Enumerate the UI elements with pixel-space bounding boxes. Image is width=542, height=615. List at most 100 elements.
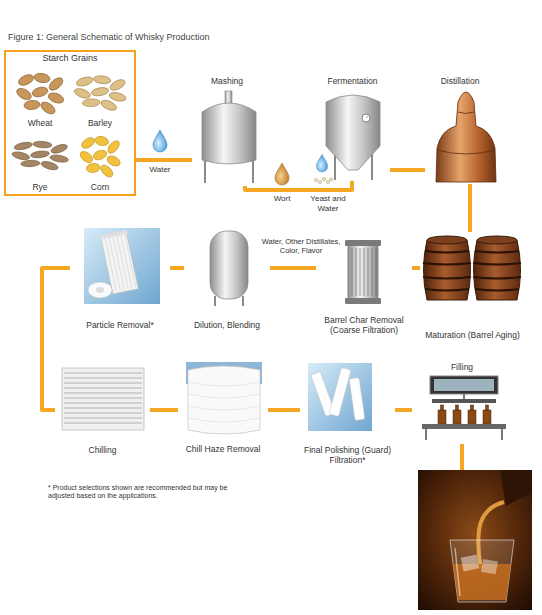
illustration-shape xyxy=(64,387,142,388)
figure-title: Figure 1: General Schematic of Whisky Pr… xyxy=(8,32,210,43)
illustration-shape xyxy=(450,540,514,602)
illustration-shape xyxy=(62,368,144,430)
illustration-shape xyxy=(64,422,142,423)
illustration-shape xyxy=(64,402,142,403)
process-step: Chill Haze Removal xyxy=(178,362,268,454)
illustration-shape xyxy=(64,382,142,383)
illustration-shape xyxy=(96,287,104,293)
illustration-shape xyxy=(441,405,444,410)
illustration-shape xyxy=(326,180,329,183)
process-step: Mashing xyxy=(192,76,262,186)
process-flow-line xyxy=(390,168,425,172)
process-flow-line xyxy=(395,408,412,412)
step-label: Maturation (Barrel Aging) xyxy=(420,330,525,340)
illustration-shape xyxy=(64,397,142,398)
illustration-shape xyxy=(456,405,459,410)
illustration-shape xyxy=(64,407,142,408)
illustration-shape xyxy=(188,382,260,422)
illustration-shape xyxy=(455,548,460,596)
footnote: * Product selections shown are recommend… xyxy=(48,484,228,501)
grain-sample: Wheat xyxy=(12,70,68,128)
step-label: Filling xyxy=(412,362,512,372)
illustration-shape xyxy=(471,405,474,410)
illustration-shape xyxy=(352,248,353,296)
illustration-shape xyxy=(345,298,381,304)
process-flow-line xyxy=(245,181,352,190)
ingredient-label: Yeast and Water xyxy=(308,194,348,213)
illustration-shape xyxy=(437,150,495,154)
illustration-shape xyxy=(318,180,321,183)
process-step: Maturation (Barrel Aging) xyxy=(420,232,525,340)
illustration-shape xyxy=(362,114,370,122)
illustration-shape xyxy=(214,296,216,306)
illustration-shape xyxy=(360,248,361,296)
step-label: Starch Grains xyxy=(6,53,134,64)
illustration-shape xyxy=(425,429,427,440)
illustration-shape xyxy=(434,379,494,391)
illustration-shape xyxy=(473,236,521,300)
illustration-shape xyxy=(210,231,248,299)
illustration-shape xyxy=(316,154,327,172)
process-step: Chilling xyxy=(55,363,150,455)
illustration-shape xyxy=(368,248,369,296)
process-step: Final Polishing (Guard) Filtration* xyxy=(300,362,395,465)
illustration-shape xyxy=(88,282,112,298)
step-label: Dilution, Blending xyxy=(184,320,270,330)
illustration-shape xyxy=(275,163,289,185)
step-label: Chilling xyxy=(55,445,150,455)
illustration-shape xyxy=(500,470,532,506)
illustration-shape xyxy=(430,376,498,394)
illustration-shape xyxy=(345,240,381,246)
illustration-shape xyxy=(481,559,498,574)
illustration-shape xyxy=(322,177,325,180)
illustration-shape xyxy=(352,248,376,296)
ingredient-label: Wort xyxy=(265,194,299,204)
illustration-shape xyxy=(188,394,260,398)
step-label: Barrel Char Removal (Coarse Filtration) xyxy=(316,315,412,335)
illustration-shape xyxy=(501,429,503,440)
ingredient-label: Water xyxy=(140,165,180,175)
process-step: Barrel Char Removal (Coarse Filtration) xyxy=(316,235,412,335)
illustration-shape xyxy=(348,244,378,300)
process-flow-line xyxy=(170,266,184,270)
step-label: Chill Haze Removal xyxy=(178,444,268,454)
illustration-shape xyxy=(188,406,260,410)
illustration-shape xyxy=(64,392,142,393)
illustration-shape xyxy=(125,234,136,287)
step-label: Wheat xyxy=(12,118,68,128)
illustration-shape xyxy=(438,410,446,424)
illustration-shape xyxy=(64,412,142,413)
process-step: Dilution, Blending xyxy=(184,225,270,330)
ingredient-group: Starch GrainsWheat BarleyRyeCorn xyxy=(4,50,136,196)
illustration-shape xyxy=(356,248,357,296)
illustration-shape xyxy=(364,248,365,296)
grain-sample: Corn xyxy=(72,132,128,192)
process-flow-line xyxy=(150,408,178,412)
illustration-shape xyxy=(372,248,373,296)
process-flow-line xyxy=(468,184,472,232)
illustration-shape xyxy=(242,296,244,306)
step-label: Barley xyxy=(72,118,128,128)
illustration-shape xyxy=(105,234,136,291)
illustration-shape xyxy=(15,72,65,116)
illustration-shape xyxy=(308,363,372,431)
illustration-shape xyxy=(458,112,474,114)
illustration-shape xyxy=(461,554,480,571)
step-label: Distillation xyxy=(425,76,495,86)
grain-sample: Barley xyxy=(72,70,128,128)
illustration-shape xyxy=(326,95,380,170)
illustration-shape xyxy=(64,373,142,423)
illustration-shape xyxy=(349,378,365,421)
illustration-shape xyxy=(418,470,532,610)
process-flow-line xyxy=(270,266,316,270)
step-label: Final Polishing (Guard) Filtration* xyxy=(300,445,395,465)
illustration-shape xyxy=(468,410,476,424)
illustration-shape xyxy=(99,230,127,240)
process-step: Distillation xyxy=(425,76,495,184)
illustration-shape xyxy=(453,410,461,424)
process-flow-line xyxy=(136,158,192,162)
illustration-shape xyxy=(423,236,471,300)
illustration-shape xyxy=(64,372,142,373)
step-label: Fermentation xyxy=(315,76,390,86)
grain-sample: Rye xyxy=(12,132,68,192)
